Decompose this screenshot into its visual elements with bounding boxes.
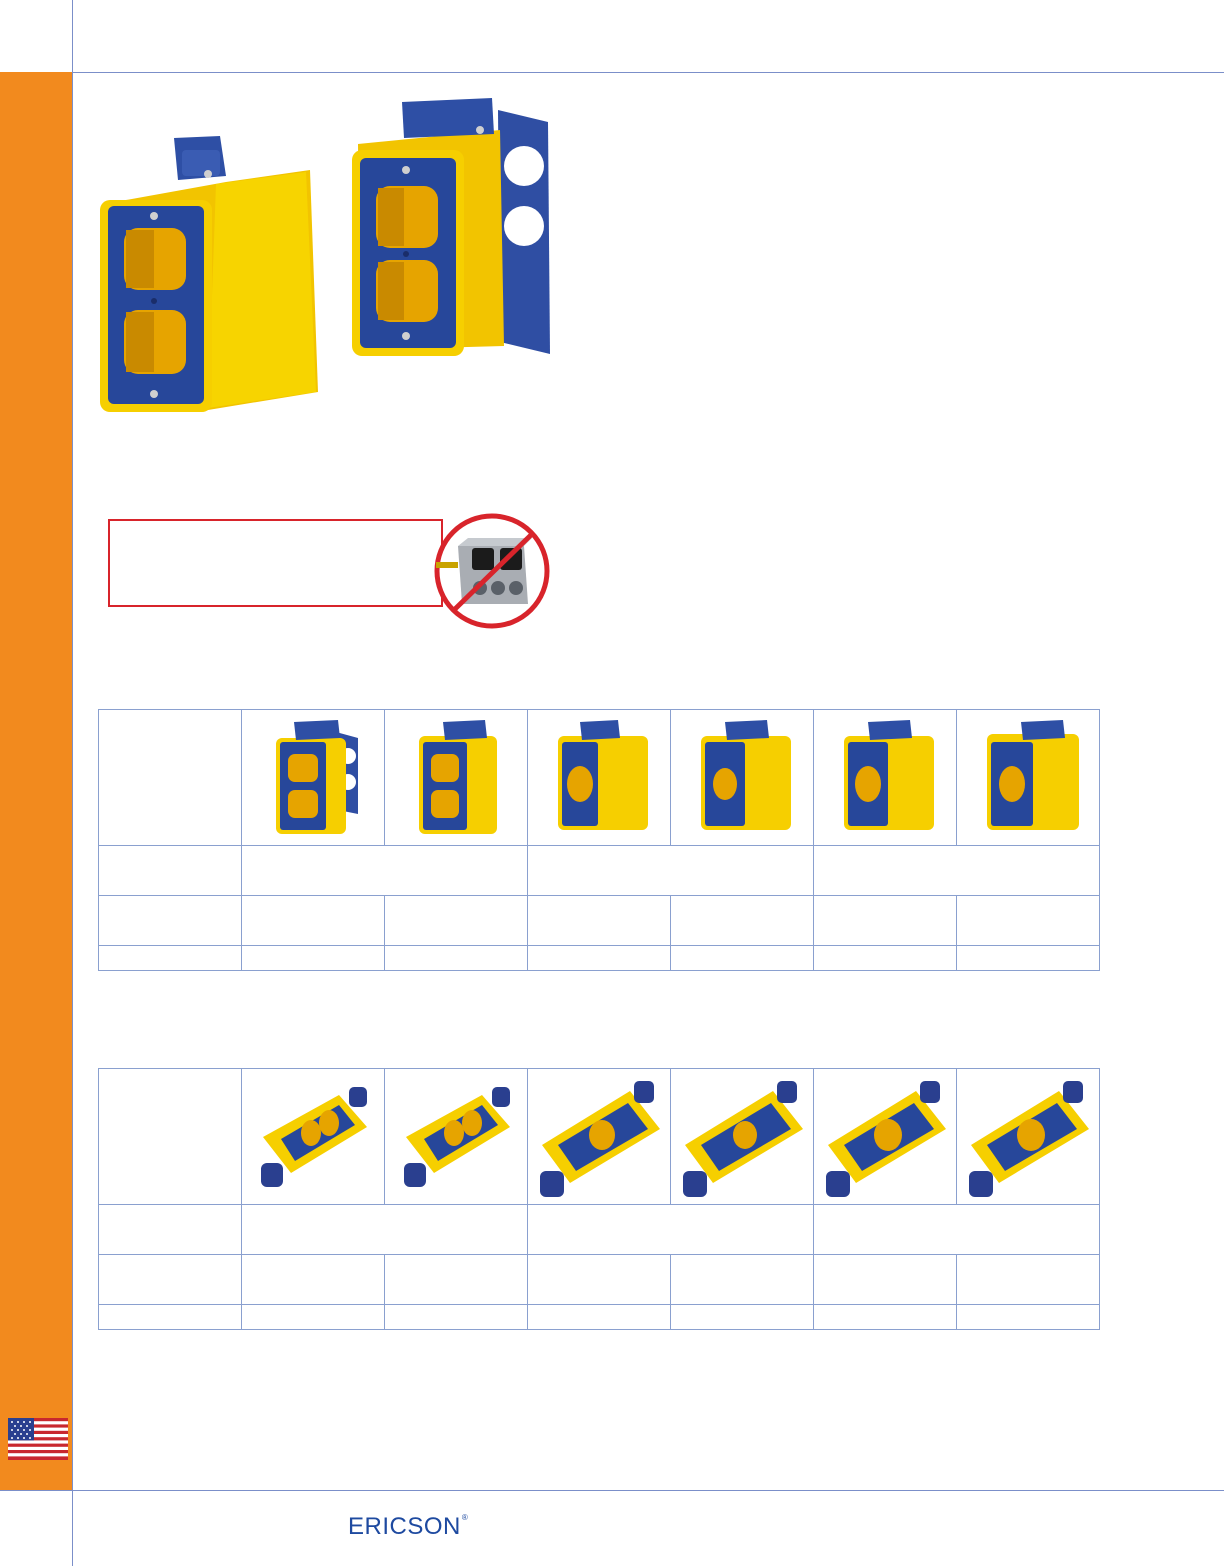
single-box-with-conduit-icon	[670, 1068, 814, 1205]
single-box-with-conduit-icon	[956, 1068, 1100, 1205]
table-row-header-cell	[98, 709, 242, 846]
single-round-box-icon	[527, 709, 671, 846]
table-cell	[98, 895, 242, 946]
table-cell	[813, 1204, 1100, 1255]
table-cell	[384, 1304, 528, 1330]
table-cell	[241, 1204, 528, 1255]
table-cell	[527, 1204, 814, 1255]
bottom-rule	[0, 1490, 1224, 1491]
us-flag-icon	[8, 1418, 68, 1460]
spec-table-bottom	[98, 1068, 1100, 1330]
single-round-box-icon	[813, 709, 957, 846]
ericson-logo: ERICSON®	[348, 1513, 468, 1541]
single-box-with-conduit-icon	[813, 1068, 957, 1205]
table-cell	[670, 1304, 814, 1330]
table-cell	[813, 895, 957, 946]
yellow-duplex-box-icon	[100, 98, 550, 412]
table-cell	[98, 945, 242, 971]
logo-text: ERICSON	[348, 1513, 461, 1540]
table-cell	[956, 945, 1100, 971]
table-cell	[670, 895, 814, 946]
table-cell	[527, 1254, 671, 1305]
table-cell	[98, 1304, 242, 1330]
table-cell	[527, 945, 671, 971]
table-cell	[384, 895, 528, 946]
table-cell	[956, 1304, 1100, 1330]
table-cell	[241, 1254, 385, 1305]
duplex-box-with-flange-icon	[241, 709, 385, 846]
orange-sidebar	[0, 72, 72, 1490]
warning-box	[108, 519, 443, 607]
single-round-box-icon	[956, 709, 1100, 846]
table-cell	[527, 845, 814, 896]
table-cell	[98, 845, 242, 896]
registered-mark: ®	[461, 1513, 469, 1522]
duplex-box-with-conduit-icon	[384, 1068, 528, 1205]
spec-table-top	[98, 709, 1100, 971]
table-row-header-cell	[98, 1068, 242, 1205]
table-cell	[813, 845, 1100, 896]
table-cell	[241, 1304, 385, 1330]
table-cell	[670, 1254, 814, 1305]
table-cell	[813, 945, 957, 971]
table-cell	[98, 1204, 242, 1255]
table-cell	[527, 1304, 671, 1330]
single-box-with-conduit-icon	[527, 1068, 671, 1205]
table-cell	[241, 945, 385, 971]
no-metal-box-icon	[434, 513, 550, 629]
table-cell	[527, 895, 671, 946]
duplex-box-icon	[384, 709, 528, 846]
table-cell	[384, 945, 528, 971]
left-rule	[72, 0, 73, 1566]
table-cell	[670, 945, 814, 971]
table-cell	[384, 1254, 528, 1305]
table-cell	[98, 1254, 242, 1305]
single-round-box-icon	[670, 709, 814, 846]
table-cell	[813, 1254, 957, 1305]
table-cell	[956, 1254, 1100, 1305]
table-cell	[956, 895, 1100, 946]
duplex-box-with-conduit-icon	[241, 1068, 385, 1205]
table-cell	[241, 895, 385, 946]
top-rule	[0, 72, 1224, 73]
table-cell	[241, 845, 528, 896]
table-cell	[813, 1304, 957, 1330]
